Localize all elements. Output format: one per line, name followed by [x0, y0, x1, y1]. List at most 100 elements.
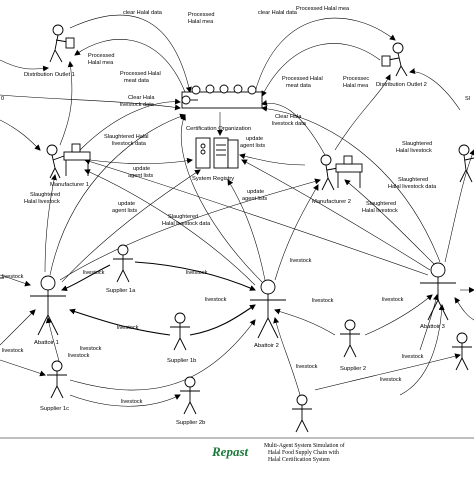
label-livestock-4: livestock: [290, 258, 312, 264]
label-clear-livestock-2b: livestock data: [272, 121, 307, 127]
label-slaughtered-3b: Halal livestock data: [388, 184, 437, 190]
manufacturer-1: Manufacturer 1: [46, 143, 91, 188]
label-slaughtered-5a: Slaughtered: [168, 214, 198, 220]
distribution-outlet-1-label: Distribution Outlet 1: [24, 72, 75, 78]
edge-s1b-ab2: [189, 304, 256, 336]
edge-left-cert: [0, 94, 181, 111]
abattoir-3: Abattoir 3: [420, 262, 456, 330]
supplier-2b: Supplier 2b: [176, 376, 205, 426]
caption-line-3: Halal Certification System: [268, 456, 330, 463]
edge-ab3-right: [444, 149, 474, 263]
certification-organization: Certification Organization: [181, 84, 263, 132]
label-livestock-12: livestock: [121, 399, 143, 405]
edge-right-do2: [409, 68, 461, 111]
edge-ab2-registry: [227, 179, 266, 281]
supplier-1c: Supplier 1c: [40, 360, 69, 412]
label-processed-top-right: Processed Halal mea: [296, 6, 350, 12]
label-livestock-7: livestock: [117, 325, 139, 331]
edge-left-ab1: [0, 274, 31, 287]
edge-mfr1-cert: [79, 98, 181, 151]
label-livestock-5: livestock: [205, 297, 227, 303]
edge-mfr2-cert: [261, 99, 326, 156]
label-livestock-10: livestock: [2, 348, 24, 354]
edge-s3-ab2: [314, 353, 461, 391]
label-clear-livestock-1b: livestock data: [120, 102, 155, 108]
edge-s1c-s1b: [69, 394, 181, 407]
label-slaughtered-3a: Slaughtered: [398, 177, 428, 183]
edges: [0, 14, 474, 407]
edge-s2-ab2: [274, 308, 336, 336]
label-clear-halal-data-1: clear Halal data: [123, 10, 163, 16]
edge-ab1-registry: [61, 169, 201, 283]
label-update-3b: agent lists: [112, 208, 137, 214]
label-livestock-8: livestock: [312, 298, 334, 304]
edge-ab3-mfr1: [84, 158, 429, 276]
edge-ab1-mfr2: [59, 178, 321, 281]
edge-mfr1-do1: [59, 61, 74, 146]
edge-ab3-mfr2: [344, 179, 436, 266]
label-update-2b: agent lists: [240, 143, 265, 149]
manufacturer-2-label: Manufacturer 2: [312, 199, 351, 205]
label-processed-do1a: Processed: [88, 53, 114, 59]
label-slaughtered-5b: Halal livestock data: [162, 221, 211, 227]
label-clear-livestock-1a: Clear Hala: [128, 95, 155, 101]
abattoir-2: Abattoir 2: [250, 279, 286, 349]
distribution-outlet-1: Distribution Outlet 1: [24, 24, 75, 78]
label-livestock-1: livestock: [2, 274, 24, 280]
edge-ab2-cert: [180, 114, 263, 283]
supplier-3: [292, 394, 312, 433]
label-slaughtered-2a: Slaughtered: [402, 141, 432, 147]
label-processed-mfr1a: Processed Halal: [120, 71, 161, 77]
certification-organization-label: Certification Organization: [186, 126, 251, 132]
edge-ab1-mfr1: [44, 174, 57, 273]
edge-ab2-mfr2: [274, 184, 319, 281]
edge-left-mfr1: [0, 119, 41, 151]
label-livestock-11: livestock: [68, 353, 90, 359]
label-slaughtered-4b: Halal livestock: [24, 199, 60, 205]
edge-mfr2-registry: [239, 153, 306, 166]
distribution-outlet-2-label: Distribution Outlet 2: [376, 82, 427, 88]
edge-s1b-ab1: [69, 308, 171, 336]
manufacturer-1-label: Manufacturer 1: [50, 182, 89, 188]
supplier-1a-label: Supplier 1a: [106, 288, 136, 294]
edge-s1c-ab1: [45, 317, 61, 366]
label-processed-right-a: Processec: [343, 76, 369, 82]
edge-labels: clear Halal data Processed Halal mea cle…: [1, 6, 470, 405]
label-processed-1a: Processed: [188, 12, 214, 18]
supplier-2b-label: Supplier 2b: [176, 420, 205, 426]
edge-s3-ab3: [419, 294, 439, 351]
edge-s1a-ab2: [134, 261, 256, 291]
supplier-1b-label: Supplier 1b: [167, 358, 196, 364]
label-livestock-15: livestock: [80, 346, 102, 352]
abattoir-1-label: Abattoir 1: [34, 340, 59, 346]
edge-left-do1: [0, 59, 49, 72]
supplier-1c-label: Supplier 1c: [40, 406, 69, 412]
label-slaughtered-6b: Halal livestock: [362, 208, 398, 214]
caption-line-1: Multi-Agent System Simulation of: [264, 442, 345, 449]
label-slaughtered-2b: Halal livestock: [396, 148, 432, 154]
edge-s1c-ab2: [69, 319, 256, 391]
label-livestock-13: livestock: [296, 364, 318, 370]
label-livestock-14: livestock: [380, 377, 402, 383]
right-bottom-actor: [452, 332, 472, 371]
edge-do1-cert: [69, 14, 192, 93]
label-right-partial: Sl: [465, 96, 470, 102]
edge-left-s1c: [0, 359, 46, 377]
label-processed-right-b: Halal mea: [343, 83, 369, 89]
caption-line-2: Halal Food Supply Chain with: [268, 450, 339, 456]
label-livestock-6: livestock: [382, 297, 404, 303]
supplier-1b: Supplier 1b: [167, 312, 196, 364]
label-update-1b: agent lists: [128, 173, 153, 179]
supplier-2: Supplier 2: [340, 319, 366, 372]
label-update-4a: update: [247, 189, 264, 195]
label-update-2a: update: [246, 136, 263, 142]
abattoir-3-label: Abattoir 3: [420, 324, 445, 330]
system-registry-label: System Registry: [192, 176, 234, 182]
label-clear-halal-data-2: clear Halal data: [258, 10, 298, 16]
edge-mfr1-registry: [89, 157, 193, 164]
label-left-partial: 0: [1, 96, 4, 102]
edge-s2b-ab2: [273, 317, 301, 396]
edge-s2b-ab3: [399, 304, 445, 396]
